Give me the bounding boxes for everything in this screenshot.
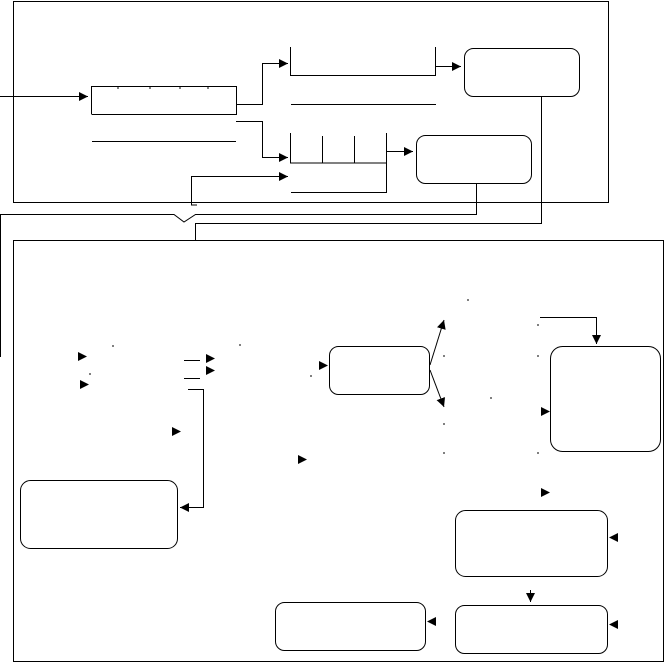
top-panel-connectors [0,47,461,206]
top-panel [13,1,609,203]
bottom-panel-connectors [180,317,601,602]
tick-marks [89,87,539,454]
right-node [550,346,661,452]
hub-node [329,346,430,395]
left-node [20,480,178,549]
top-node-a [464,48,580,97]
bottom-left-node [275,602,426,651]
top-node-b [416,135,532,184]
arrowheads [78,352,618,629]
feedback-connectors [0,97,542,357]
bottom-right-node [455,605,608,654]
mid-right-node [455,510,608,577]
